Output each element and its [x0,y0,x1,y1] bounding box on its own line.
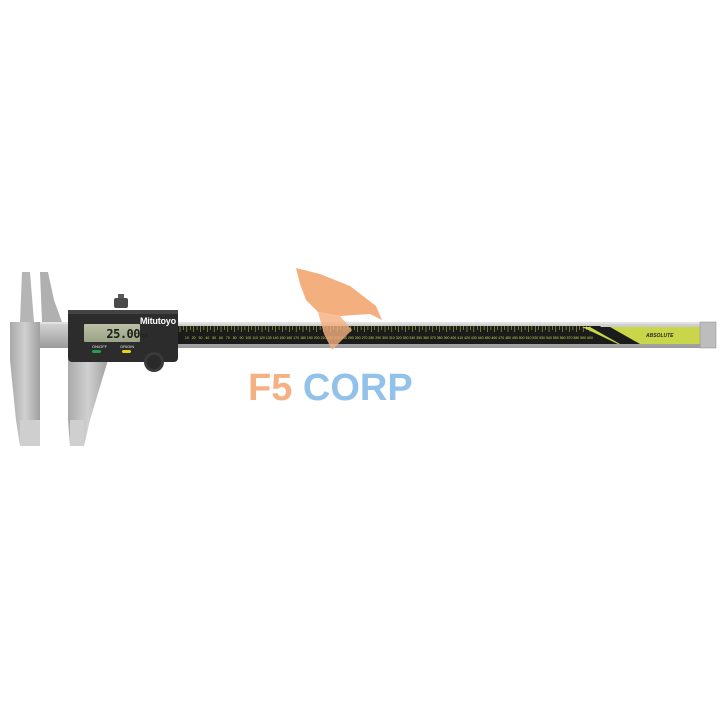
scale-number: 590 [580,336,586,340]
scale-number: 520 [532,336,538,340]
scale-number: 310 [389,336,395,340]
onoff-label: ON/OFF [92,344,108,349]
scale-ticks [179,326,591,332]
scale-number: 50 [212,336,216,340]
scale-band [160,326,620,344]
scale-number: 60 [219,336,223,340]
scale-number: 360 [423,336,429,340]
scale-number: 260 [355,336,361,340]
scale-number: 210 [321,336,327,340]
scale-number: 570 [567,336,573,340]
scale-number: 500 [519,336,525,340]
scale-number: 120 [259,336,265,340]
scale-number: 490 [512,336,518,340]
scale-number: 190 [307,336,313,340]
scale-number: 600 [587,336,593,340]
scale-number: 80 [233,336,237,340]
scale-number: 530 [539,336,545,340]
scale-number: 100 [245,336,251,340]
fixed-inside-jaw [20,272,34,322]
scale-number: 470 [498,336,504,340]
scale-number: 340 [409,336,415,340]
scale-number: 560 [560,336,566,340]
scale-number: 180 [300,336,306,340]
scale-number: 140 [273,336,279,340]
scale-number: 20 [192,336,196,340]
scale-number: 460 [491,336,497,340]
scale-number: 410 [457,336,463,340]
scale-number: 350 [416,336,422,340]
scale-number: 200 [314,336,320,340]
scale-number: 30 [199,336,203,340]
absolute-label: ABSOLUTE [646,333,674,339]
scale-number: 380 [437,336,443,340]
watermark-f5: F5 [248,367,293,409]
scale-number: 510 [526,336,532,340]
watermark-corp: CORP [302,367,413,409]
bird-logo-icon [296,268,382,350]
watermark-text: F5 CORP [248,366,413,410]
scale-number: 320 [396,336,402,340]
brand-logo: Mitutoyo [140,316,176,326]
scale-number: 430 [471,336,477,340]
scale-number: 250 [348,336,354,340]
scale-number: 440 [478,336,484,340]
lcd-window [84,324,140,342]
scale-number: 540 [546,336,552,340]
scale-number: 240 [341,336,347,340]
scale-number: 290 [375,336,381,340]
scale-number: 370 [430,336,436,340]
scale-number: 480 [505,336,511,340]
scale-number: 400 [450,336,456,340]
scale-number: 580 [573,336,579,340]
beam-end-cap [699,321,717,349]
scale-number: 90 [240,336,244,340]
scale-number: 40 [205,336,209,340]
scale-number: 160 [286,336,292,340]
scale-number: 70 [226,336,230,340]
scale-number: 450 [485,336,491,340]
scale-number: 170 [293,336,299,340]
scale-number: 150 [280,336,286,340]
display-reading: 25.00 [106,327,140,341]
scale-number: 550 [553,336,559,340]
scale-number: 390 [444,336,450,340]
scale-number: 280 [368,336,374,340]
scale-number: 270 [362,336,368,340]
origin-button[interactable] [122,350,131,353]
onoff-button[interactable] [92,350,101,353]
scale-number: 300 [382,336,388,340]
slider-inside-jaw [40,272,62,322]
lock-screw[interactable] [114,298,128,308]
origin-label: ORIGIN [120,344,135,349]
scale-number: 130 [266,336,272,340]
fixed-jaw [10,322,40,446]
scale-number: 10 [185,336,189,340]
scale-number: 110 [252,336,258,340]
scale-number: 420 [464,336,470,340]
scale-number: 330 [403,336,409,340]
display-unit: mm [140,333,149,339]
